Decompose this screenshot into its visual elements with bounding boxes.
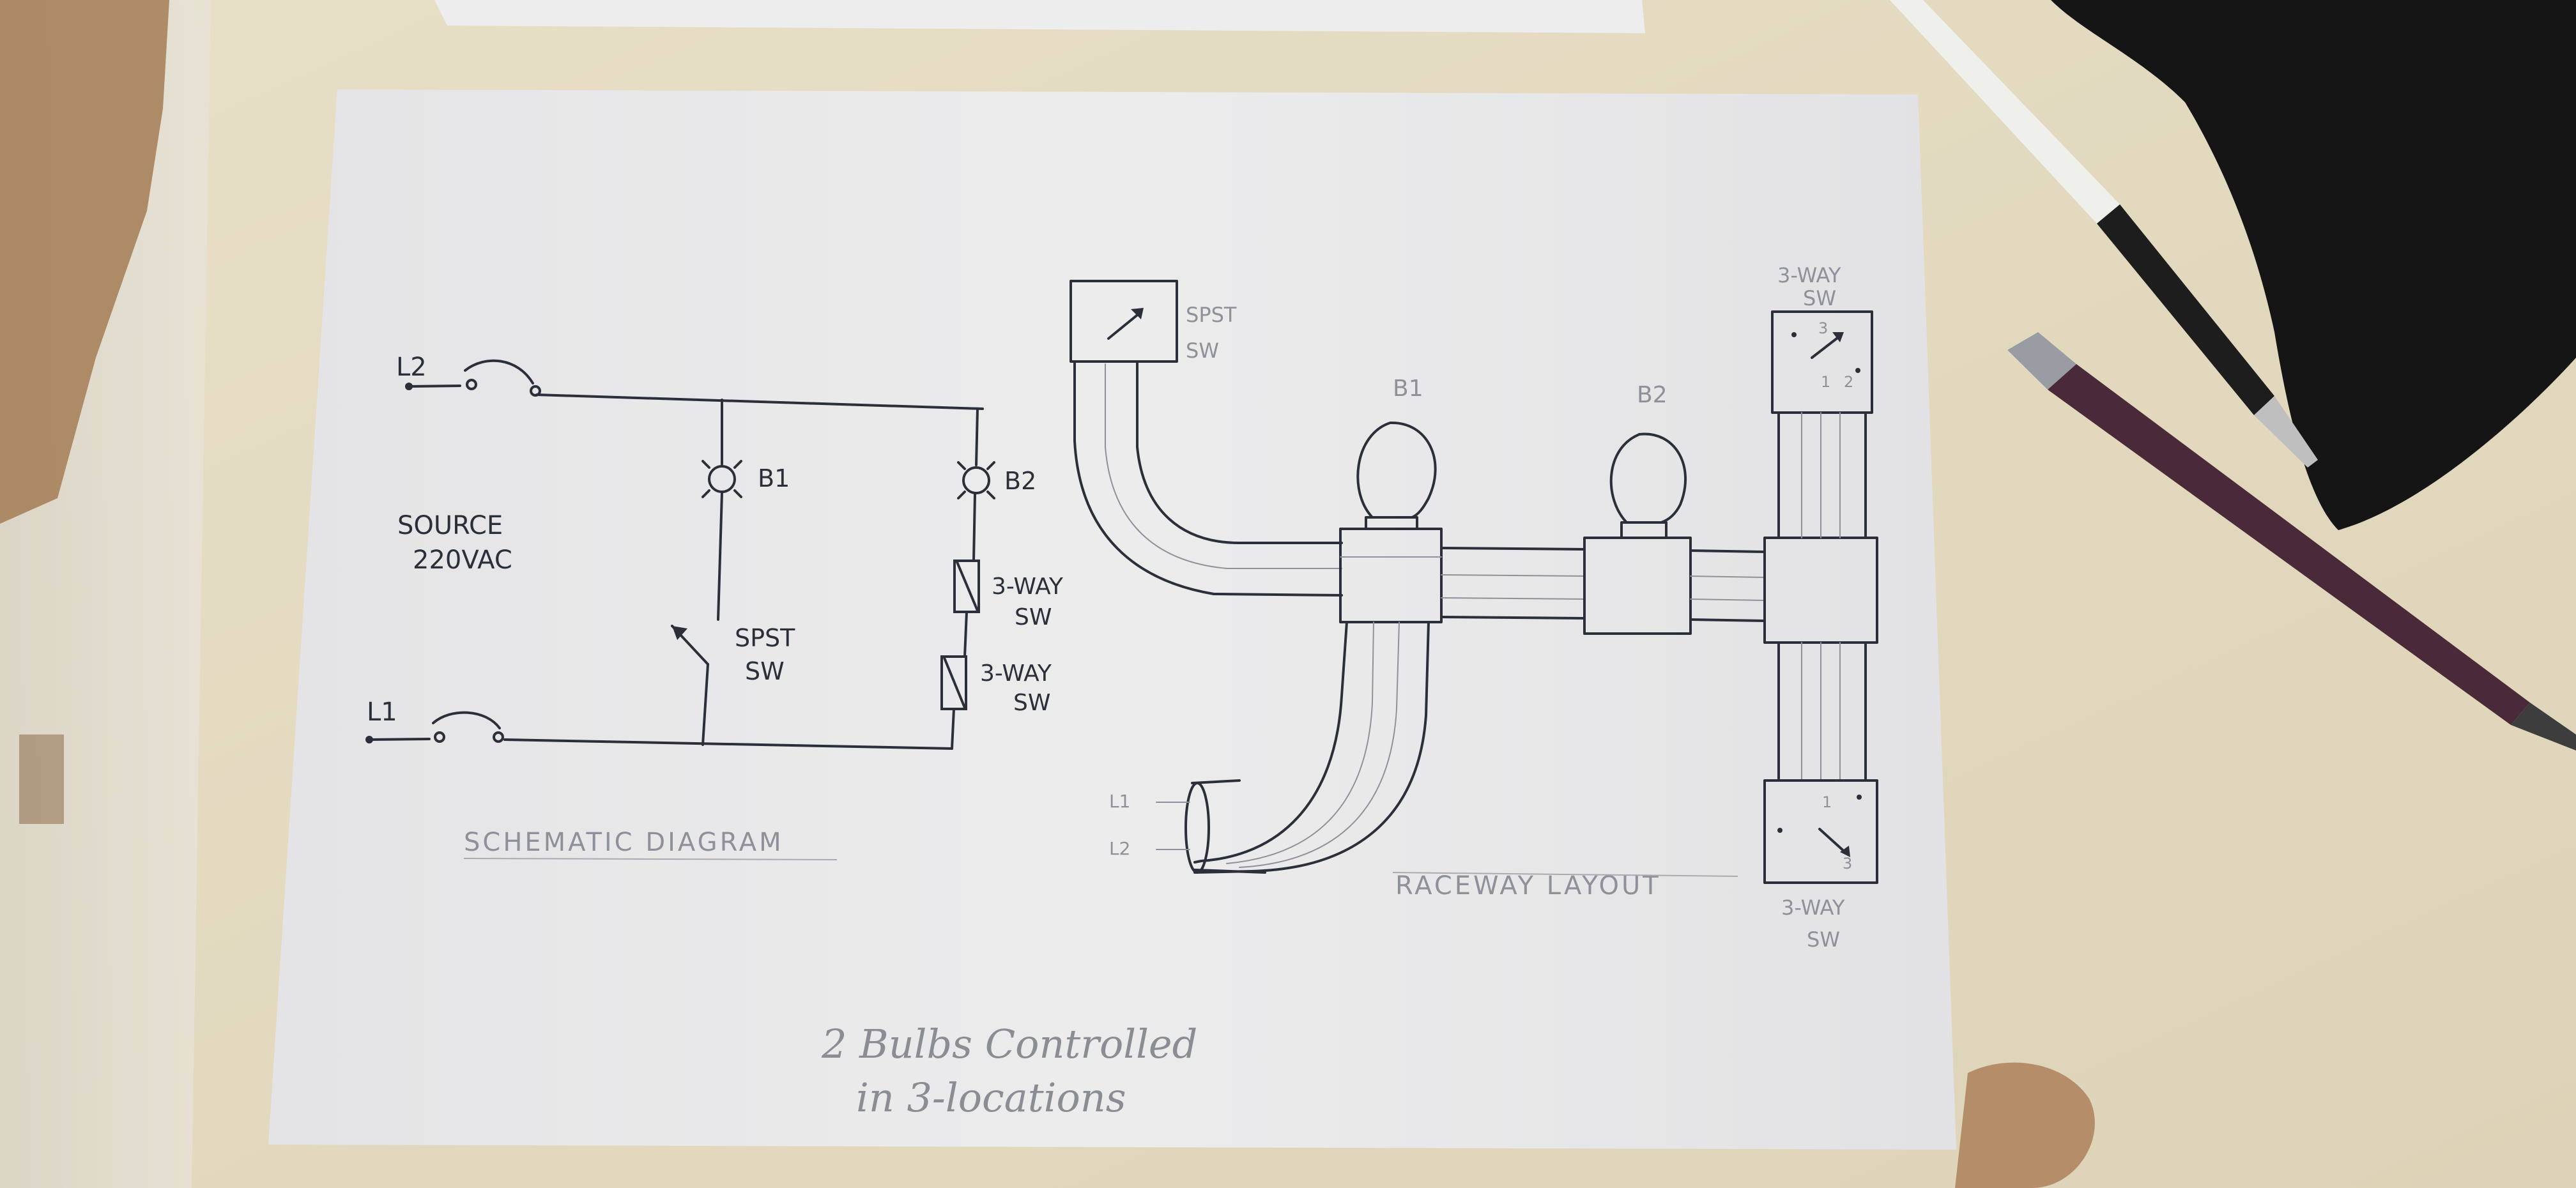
top-terminal-1: 1 <box>1821 373 1830 391</box>
ballpoint-pen <box>1890 0 2318 468</box>
raceway-spst-label: SPST <box>1186 303 1237 327</box>
corner-stain <box>1955 1062 2095 1188</box>
schematic-diagram <box>365 359 995 750</box>
schematic-3way-a-label: 3-WAY <box>992 574 1064 600</box>
raceway-b2-label: B2 <box>1637 382 1667 408</box>
schematic-3way-b-sw-label: SW <box>1013 690 1050 716</box>
schematic-b2-label: B2 <box>1004 467 1036 495</box>
schematic-3way-a-sw-label: SW <box>1015 604 1052 630</box>
schematic-spst-sw-label: SW <box>745 657 785 685</box>
footnote-line-2: in 3-locations <box>856 1074 1126 1121</box>
schematic-3way-b-label: 3-WAY <box>980 660 1052 687</box>
raceway-bottom-sw-label: 3-WAY <box>1781 895 1845 920</box>
mechanical-pencil <box>2007 332 2576 750</box>
raceway-top-sw-label: 3-WAY <box>1777 263 1841 287</box>
raceway-top-sw-sw-label: SW <box>1803 286 1836 310</box>
bottom-terminal-3: 3 <box>1843 855 1852 872</box>
raceway-bottom-sw-sw-label: SW <box>1807 927 1840 952</box>
top-terminal-2: 2 <box>1844 373 1853 391</box>
schematic-labels: L2 L1 SOURCE 220VAC B1 B2 SPST SW 3-WAY … <box>367 353 1064 860</box>
schematic-l2-label: L2 <box>396 353 427 382</box>
worksheet-paper <box>268 89 1956 1150</box>
schematic-l1-label: L1 <box>367 697 397 727</box>
brown-tape <box>0 0 169 524</box>
footnote-line-1: 2 Bulbs Controlled <box>821 1021 1197 1067</box>
schematic-b1-label: B1 <box>758 464 790 492</box>
footnote: 2 Bulbs Controlled in 3-locations <box>821 1021 1197 1121</box>
raceway-caption: RACEWAY LAYOUT <box>1395 871 1661 901</box>
schematic-voltage-label: 220VAC <box>413 545 512 575</box>
raceway-spst-sw-label: SW <box>1186 339 1219 363</box>
tape-edge <box>19 735 64 824</box>
top-terminal-3: 3 <box>1818 319 1828 337</box>
raceway-labels: SPST SW B1 B2 3-WAY SW 3-WAY SW L1 L2 3 … <box>1109 263 1853 952</box>
raceway-l1-label: L1 <box>1109 791 1130 812</box>
schematic-source-label: SOURCE <box>397 511 503 540</box>
raceway-b1-label: B1 <box>1393 376 1423 402</box>
schematic-caption: SCHEMATIC DIAGRAM <box>464 828 784 857</box>
background-paper <box>434 0 1645 33</box>
raceway-l2-label: L2 <box>1109 838 1130 859</box>
schematic-spst-label: SPST <box>735 624 795 652</box>
black-bag <box>2051 0 2576 530</box>
bottom-terminal-1: 1 <box>1822 793 1832 811</box>
raceway-layout <box>1070 280 1878 884</box>
